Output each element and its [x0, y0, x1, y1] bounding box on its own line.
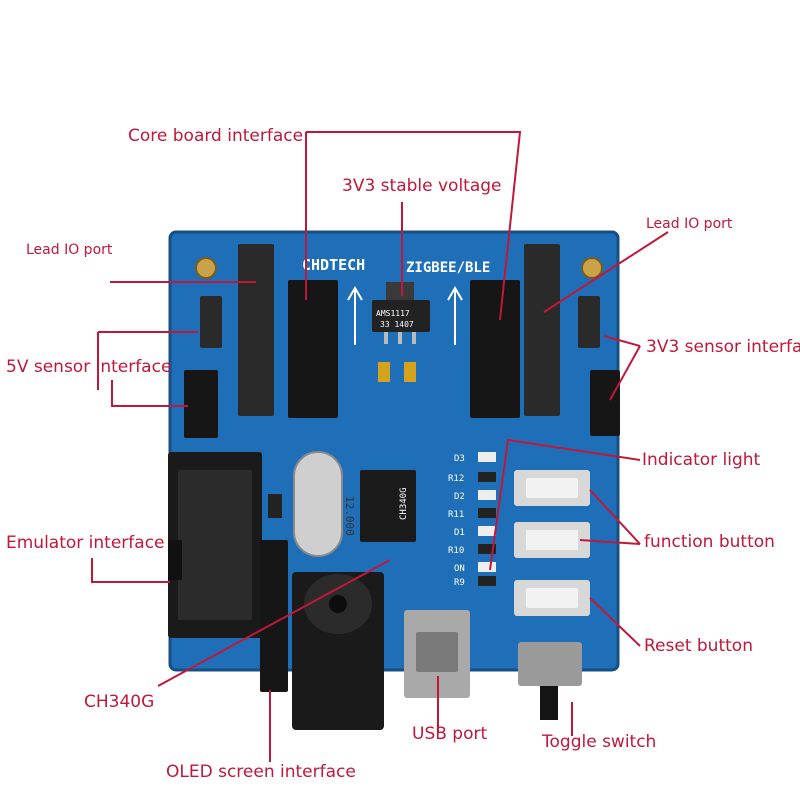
cap-c2 [378, 362, 390, 382]
lead-io-left-pins [238, 244, 274, 416]
callout-lead-io-left: Lead IO port [26, 242, 113, 258]
callout-core-board-interface: Core board interface [128, 126, 304, 146]
button-rst [514, 580, 590, 616]
callout-lead-io-right: Lead IO port [646, 216, 733, 232]
button-s2 [514, 470, 590, 506]
sensor-5v-header [200, 296, 222, 348]
sensor-3v3-header [578, 296, 600, 348]
callout-reset-button: Reset button [644, 636, 753, 656]
silk-arrow-left [347, 286, 363, 345]
regulator-label: AMS1117 [376, 309, 410, 318]
led-label-d3: D3 [454, 454, 465, 464]
silk-arrow-right [447, 286, 463, 345]
board-model: ZIGBEE/BLE [406, 260, 490, 276]
button-s1 [514, 522, 590, 558]
callout-5v-sensor: 5V sensor interface [6, 357, 172, 377]
led-label-r12: R12 [448, 474, 464, 484]
core-header-right [470, 280, 520, 418]
usb-connector [404, 610, 470, 698]
chip-label: CH340G [399, 487, 409, 520]
callout-oled-interface: OLED screen interface [166, 762, 356, 782]
callout-toggle-switch: Toggle switch [542, 732, 657, 752]
crystal-12mhz [293, 451, 343, 557]
callout-usb-port: USB port [412, 724, 488, 744]
callout-emulator: Emulator interface [6, 533, 165, 553]
mounting-hole-top-left [195, 257, 217, 279]
callout-function-button: function button [644, 532, 775, 552]
resistor-rp5 [268, 494, 282, 518]
led-label-r11: R11 [448, 510, 464, 520]
callout-stable-voltage: 3V3 stable voltage [342, 176, 502, 196]
sensor-5v-socket [184, 370, 218, 438]
dc-jack [292, 572, 384, 730]
oled-header [260, 540, 288, 692]
core-header-left [288, 280, 338, 418]
led-label-d2: D2 [454, 492, 465, 502]
ch340g-chip [360, 470, 416, 542]
regulator-ams1117 [372, 282, 430, 344]
mounting-hole-top-right [581, 257, 603, 279]
board-brand: CHDTECH [302, 256, 365, 274]
callout-indicator-light: Indicator light [642, 450, 761, 470]
crystal-label: 12.000 [343, 496, 356, 536]
callout-ch340g: CH340G [84, 692, 155, 712]
emulator-header [168, 452, 262, 638]
led-label-on: ON [454, 564, 465, 574]
led-label-r10: R10 [448, 546, 464, 556]
lead-io-right-pins [524, 244, 560, 416]
sensor-3v3-socket [590, 370, 620, 436]
regulator-code: 33 1407 [380, 320, 414, 329]
led-label-r9: R9 [454, 578, 465, 588]
callout-lines [91, 131, 669, 762]
led-label-d1: D1 [454, 528, 465, 538]
callout-3v3-sensor: 3V3 sensor interfa [646, 337, 800, 357]
pcb-board-shadow [168, 230, 620, 672]
toggle-switch [518, 642, 582, 720]
cap-c1 [404, 362, 416, 382]
indicator-leds [478, 452, 496, 586]
